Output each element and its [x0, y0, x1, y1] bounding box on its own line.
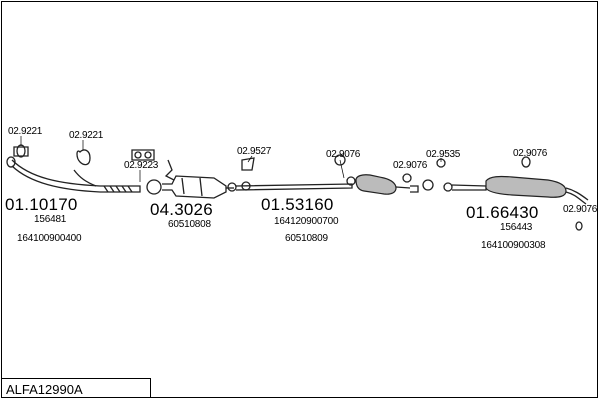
part-number: 04.3026	[150, 200, 213, 219]
reference-number: 60510808	[168, 219, 211, 230]
accessory-label: 02.9221	[8, 126, 43, 137]
accessory-label: 02.9076	[326, 149, 361, 160]
reference-number: 60510809	[285, 233, 328, 244]
part-number: 01.10170	[5, 195, 78, 214]
reference-number: 156443	[500, 222, 533, 233]
rear-silencer	[410, 175, 589, 205]
part-number: 01.53160	[261, 195, 334, 214]
accessory-label: 02.9221	[69, 130, 104, 141]
leader-lines	[20, 136, 442, 182]
kit-code: ALFA12990A	[1, 378, 151, 398]
reference-number: 164100900400	[17, 233, 82, 244]
accessory-label: 02.9535	[426, 149, 461, 160]
accessory-label: 02.9076	[563, 204, 598, 215]
intermediate-pipe	[227, 174, 411, 195]
reference-number: 164100900308	[481, 240, 546, 251]
front-pipe	[6, 156, 141, 193]
accessory-label: 02.9076	[393, 160, 428, 171]
part-number: 01.66430	[466, 203, 539, 222]
accessory-label: 02.9076	[513, 148, 548, 159]
accessories	[13, 144, 583, 231]
accessory-label: 02.9223	[124, 160, 159, 171]
reference-number: 164120900700	[274, 216, 339, 227]
reference-number: 156481	[34, 214, 67, 225]
catalytic-converter	[146, 159, 234, 199]
accessory-label: 02.9527	[237, 146, 272, 157]
